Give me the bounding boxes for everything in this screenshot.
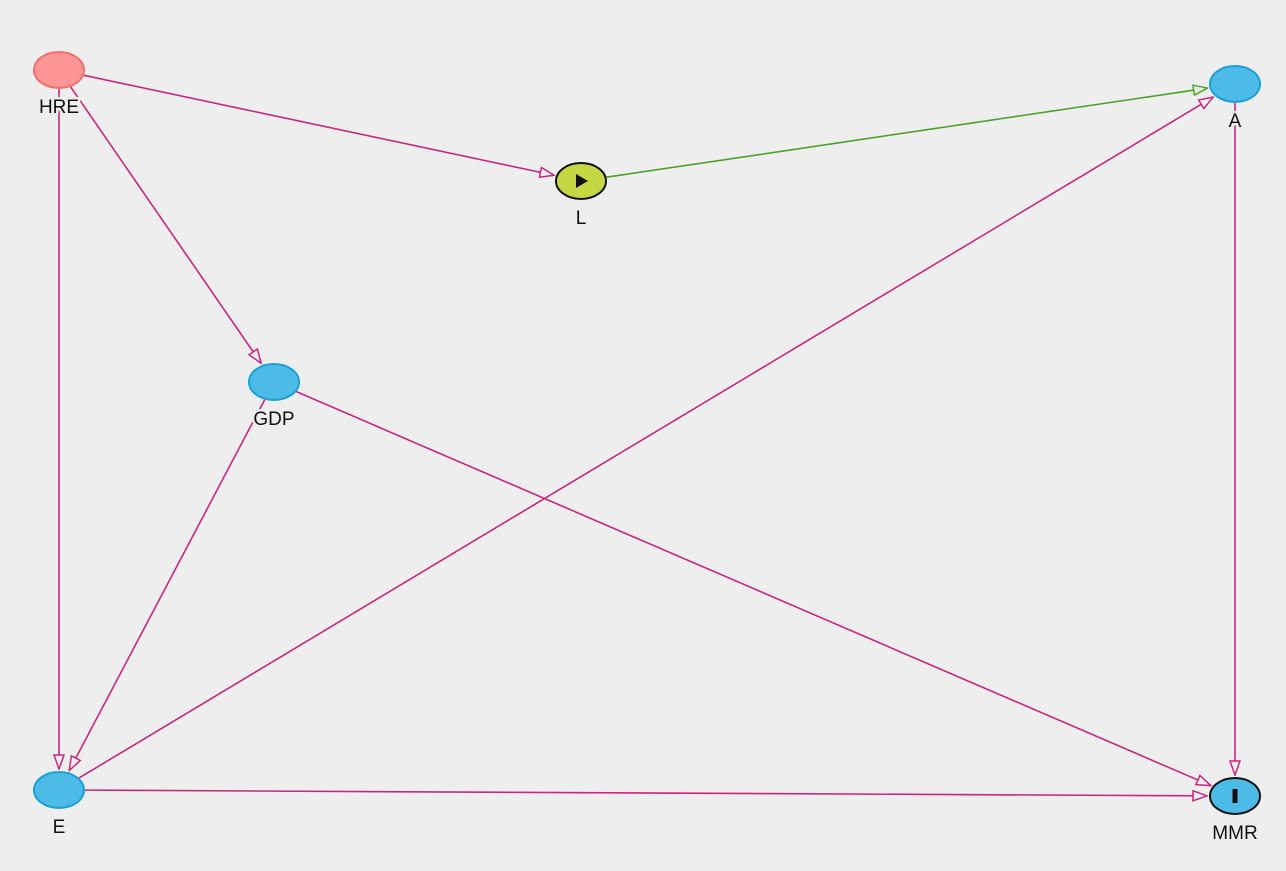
edge-hre-to-l[interactable] [83, 74, 554, 175]
node-hre-label: HRE [39, 97, 79, 118]
edge-hre-to-gdp[interactable] [70, 86, 262, 363]
node-e[interactable]: E [33, 771, 85, 841]
node-gdp[interactable]: GDP [248, 363, 300, 433]
node-hre-shape[interactable] [33, 51, 85, 89]
edges-layer [59, 74, 1235, 796]
node-gdp-label: GDP [253, 409, 294, 430]
node-a-label: A [1229, 111, 1242, 132]
edge-gdp-to-e[interactable] [69, 399, 266, 771]
node-hre[interactable]: HRE [33, 51, 85, 121]
edge-l-to-a[interactable] [606, 88, 1207, 179]
node-e-label: E [53, 817, 66, 838]
node-gdp-shape[interactable] [248, 363, 300, 401]
bar-icon [1232, 789, 1238, 803]
node-l-label: L [576, 208, 587, 229]
node-mmr[interactable]: MMR [1209, 777, 1261, 847]
edge-gdp-to-mmr[interactable] [296, 390, 1210, 786]
node-a-shape[interactable] [1209, 65, 1261, 103]
node-e-shape[interactable] [33, 771, 85, 809]
nodes-layer: HRE L A GDP E MMR [33, 51, 1261, 847]
play-icon [576, 174, 588, 188]
node-mmr-label: MMR [1212, 823, 1257, 844]
node-l[interactable]: L [555, 162, 607, 232]
node-a[interactable]: A [1209, 65, 1261, 135]
edge-e-to-mmr[interactable] [84, 789, 1207, 796]
edge-e-to-a[interactable] [78, 97, 1213, 779]
